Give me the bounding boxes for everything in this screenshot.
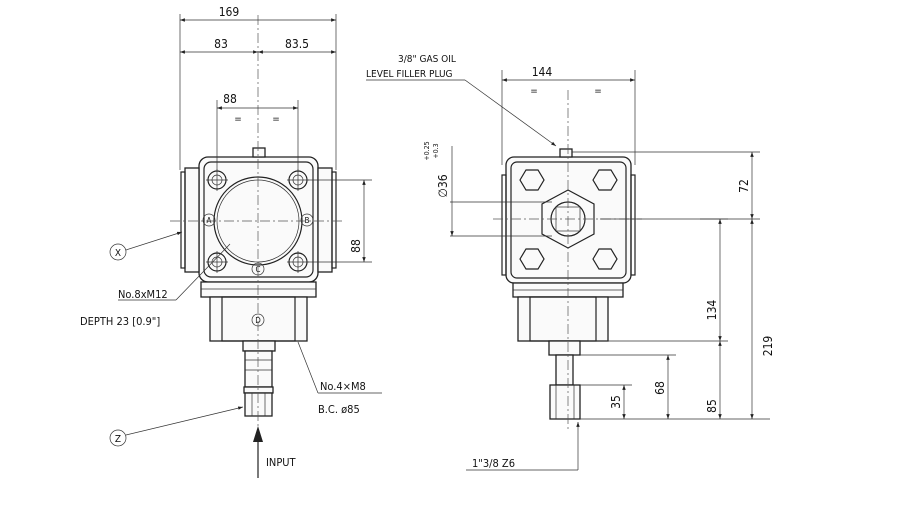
dim-134: 134 — [580, 218, 728, 342]
svg-text:134: 134 — [705, 300, 719, 321]
svg-text:No.8xM12: No.8xM12 — [118, 288, 168, 301]
dim-vertical-spacing: 88 — [308, 179, 372, 263]
svg-text:=: = — [594, 86, 602, 97]
dim-68: 68 — [580, 354, 676, 419]
svg-text:72: 72 — [737, 179, 751, 193]
front-housing — [180, 147, 337, 417]
svg-text:∅36: ∅36 — [436, 174, 450, 197]
svg-text:=: = — [272, 114, 280, 125]
svg-text:=: = — [234, 114, 242, 125]
dim-overall-width: 169 — [179, 5, 337, 170]
svg-text:169: 169 — [219, 5, 240, 19]
callout-z: Z — [109, 406, 244, 447]
svg-text:+0.3: +0.3 — [432, 143, 440, 158]
svg-text:=: = — [530, 86, 538, 97]
dim-72: 72 — [572, 151, 760, 220]
dim-35: 35 — [580, 384, 632, 419]
dim-side-width: 144 = = — [501, 65, 636, 165]
svg-text:No.4×M8: No.4×M8 — [320, 380, 366, 393]
svg-text:B.C. ø85: B.C. ø85 — [318, 403, 360, 416]
svg-text:219: 219 — [761, 336, 775, 357]
svg-text:Z: Z — [115, 434, 121, 445]
dim-219: 219 — [580, 219, 775, 420]
callout-x: X — [109, 231, 183, 261]
dim-85: 85 — [705, 341, 722, 419]
svg-text:1"3/8 Z6: 1"3/8 Z6 — [472, 457, 515, 470]
front-bolt-holes — [206, 169, 309, 273]
svg-text:35: 35 — [609, 395, 623, 409]
side-housing — [501, 148, 636, 420]
thread-note: No.8xM12 DEPTH 23 [0.9"] — [80, 243, 231, 328]
svg-text:85: 85 — [705, 399, 719, 413]
svg-text:+0.25: +0.25 — [423, 141, 431, 160]
dim-shaft-diameter: ∅36 +0.25 +0.3 — [423, 141, 552, 237]
svg-text:83.5: 83.5 — [285, 37, 309, 51]
svg-text:88: 88 — [349, 239, 363, 253]
plug-note: 3/8" GAS OIL LEVEL FILLER PLUG — [366, 54, 557, 147]
side-view: 3/8" GAS OIL LEVEL FILLER PLUG 144 = = ∅… — [366, 54, 775, 471]
side-hex-bolts — [519, 169, 618, 270]
svg-text:68: 68 — [653, 381, 667, 395]
svg-text:D: D — [255, 316, 261, 325]
svg-text:88: 88 — [223, 92, 237, 106]
svg-text:83: 83 — [214, 37, 228, 51]
dim-bolt-spacing: 88 = = — [216, 92, 299, 170]
svg-text:DEPTH 23 [0.9"]: DEPTH 23 [0.9"] — [80, 315, 160, 328]
front-view: A B C D 169 83 83.5 — [80, 5, 382, 478]
input-arrow: INPUT — [253, 426, 297, 478]
svg-text:INPUT: INPUT — [266, 456, 297, 469]
hole-label-b: B — [300, 213, 314, 227]
flange-note: No.4×M8 B.C. ø85 — [297, 341, 382, 416]
svg-text:B: B — [305, 216, 310, 225]
svg-text:LEVEL FILLER PLUG: LEVEL FILLER PLUG — [366, 69, 453, 80]
svg-text:X: X — [115, 248, 121, 259]
svg-text:3/8" GAS OIL: 3/8" GAS OIL — [398, 54, 456, 65]
spline-note: 1"3/8 Z6 — [466, 422, 580, 471]
svg-text:144: 144 — [532, 65, 553, 79]
hole-label-a: A — [202, 213, 216, 227]
svg-text:A: A — [207, 216, 212, 225]
dim-half-widths: 83 83.5 — [180, 37, 336, 54]
